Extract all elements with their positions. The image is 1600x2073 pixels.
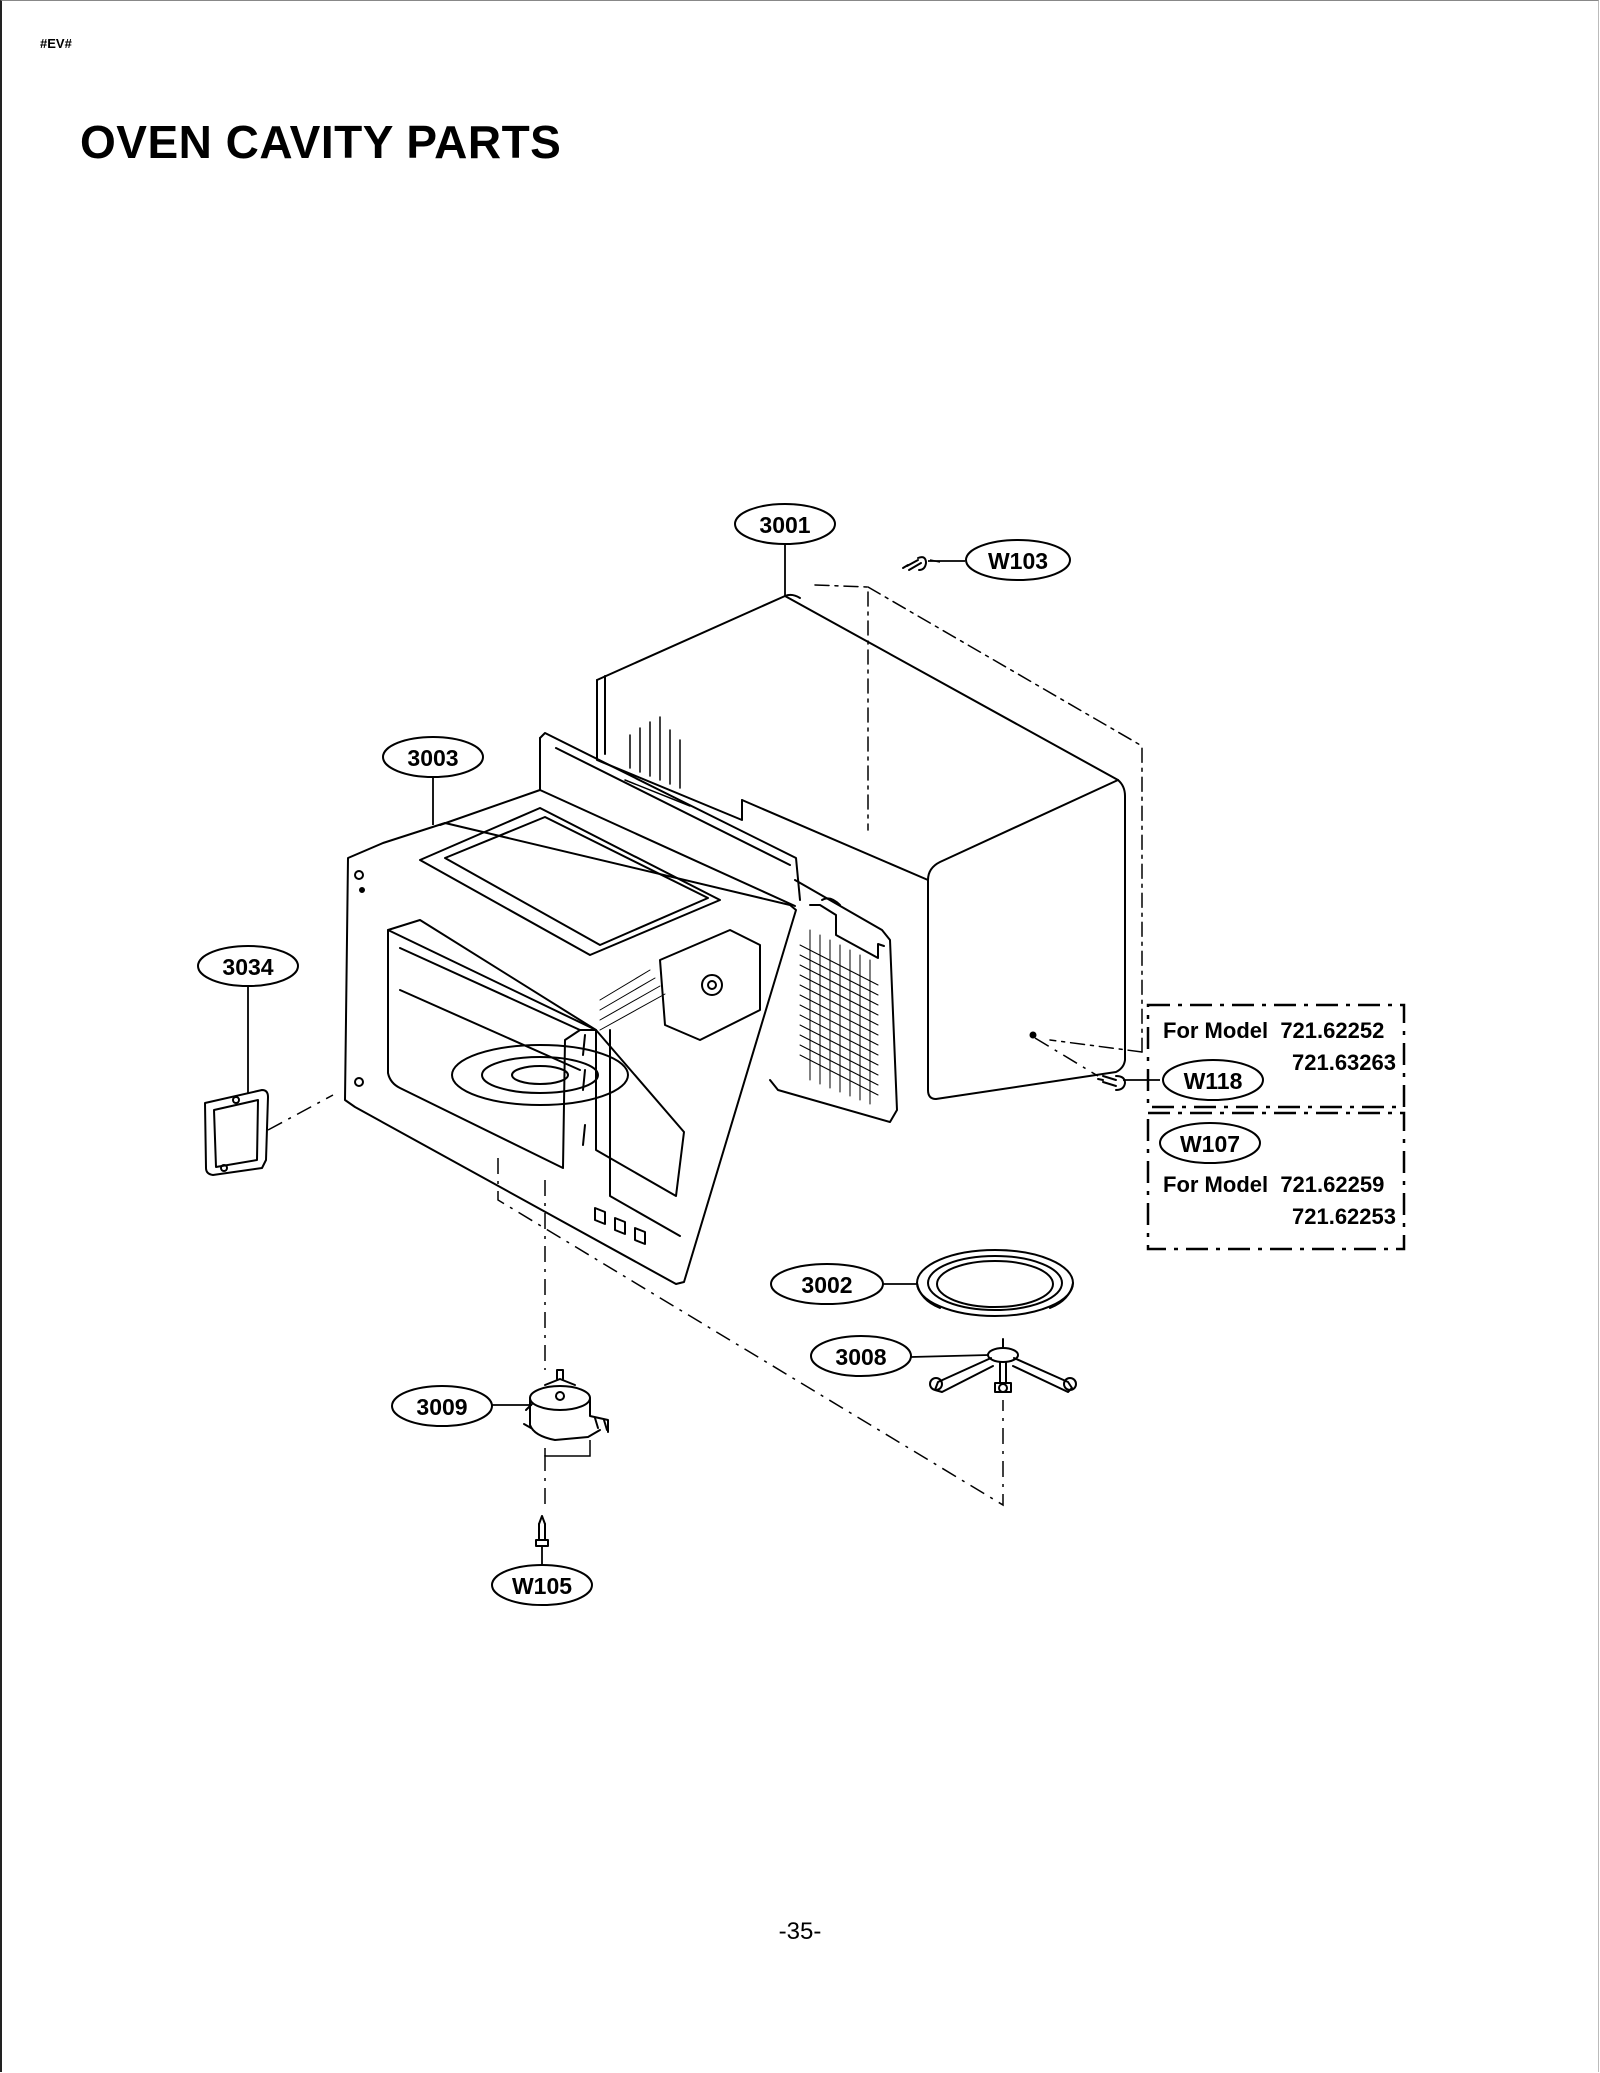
waveguide-cover-3034 — [204, 1089, 269, 1176]
callout-w103: W103 — [988, 548, 1048, 574]
note-box1-line1: For Model 721.62252 — [1163, 1018, 1384, 1043]
screw-w103 — [902, 556, 927, 571]
screw-w118 — [1097, 1075, 1126, 1091]
cavity-assembly-3003 — [344, 732, 898, 1285]
assembly-guide-lines — [267, 559, 1099, 1510]
callout-3001: 3001 — [759, 512, 810, 538]
callout-3008: 3008 — [835, 1344, 886, 1370]
note-box2-line1: For Model 721.62259 — [1163, 1172, 1384, 1197]
document-code: #EV# — [40, 36, 72, 51]
model-note-boxes — [1146, 1003, 1406, 1251]
case-back-dashed-outline — [814, 584, 1143, 1053]
page-title: OVEN CAVITY PARTS — [80, 116, 562, 168]
outer-case-3001 — [596, 593, 1126, 1100]
screw-w105 — [535, 1515, 549, 1547]
callout-3003: 3003 — [407, 745, 458, 771]
callout-3034: 3034 — [222, 954, 273, 980]
callout-w107: W107 — [1180, 1131, 1240, 1157]
callout-w118: W118 — [1184, 1068, 1243, 1094]
motor-bracket-lines — [544, 1440, 591, 1457]
callout-3002: 3002 — [801, 1272, 852, 1298]
note-box1-line2: 721.63263 — [1292, 1050, 1396, 1075]
turntable-tray-3002 — [916, 1249, 1074, 1317]
callout-w105: W105 — [512, 1573, 572, 1599]
page-number: -35- — [778, 1918, 822, 1945]
turntable-motor-3009 — [523, 1369, 609, 1441]
roller-guide-3008 — [929, 1338, 1077, 1393]
vent-mesh — [599, 929, 879, 1105]
note-box2-line2: 721.62253 — [1292, 1204, 1396, 1229]
callout-3009: 3009 — [416, 1394, 467, 1420]
callout-bubbles — [197, 503, 1264, 1606]
leader-lines — [247, 544, 1160, 1568]
